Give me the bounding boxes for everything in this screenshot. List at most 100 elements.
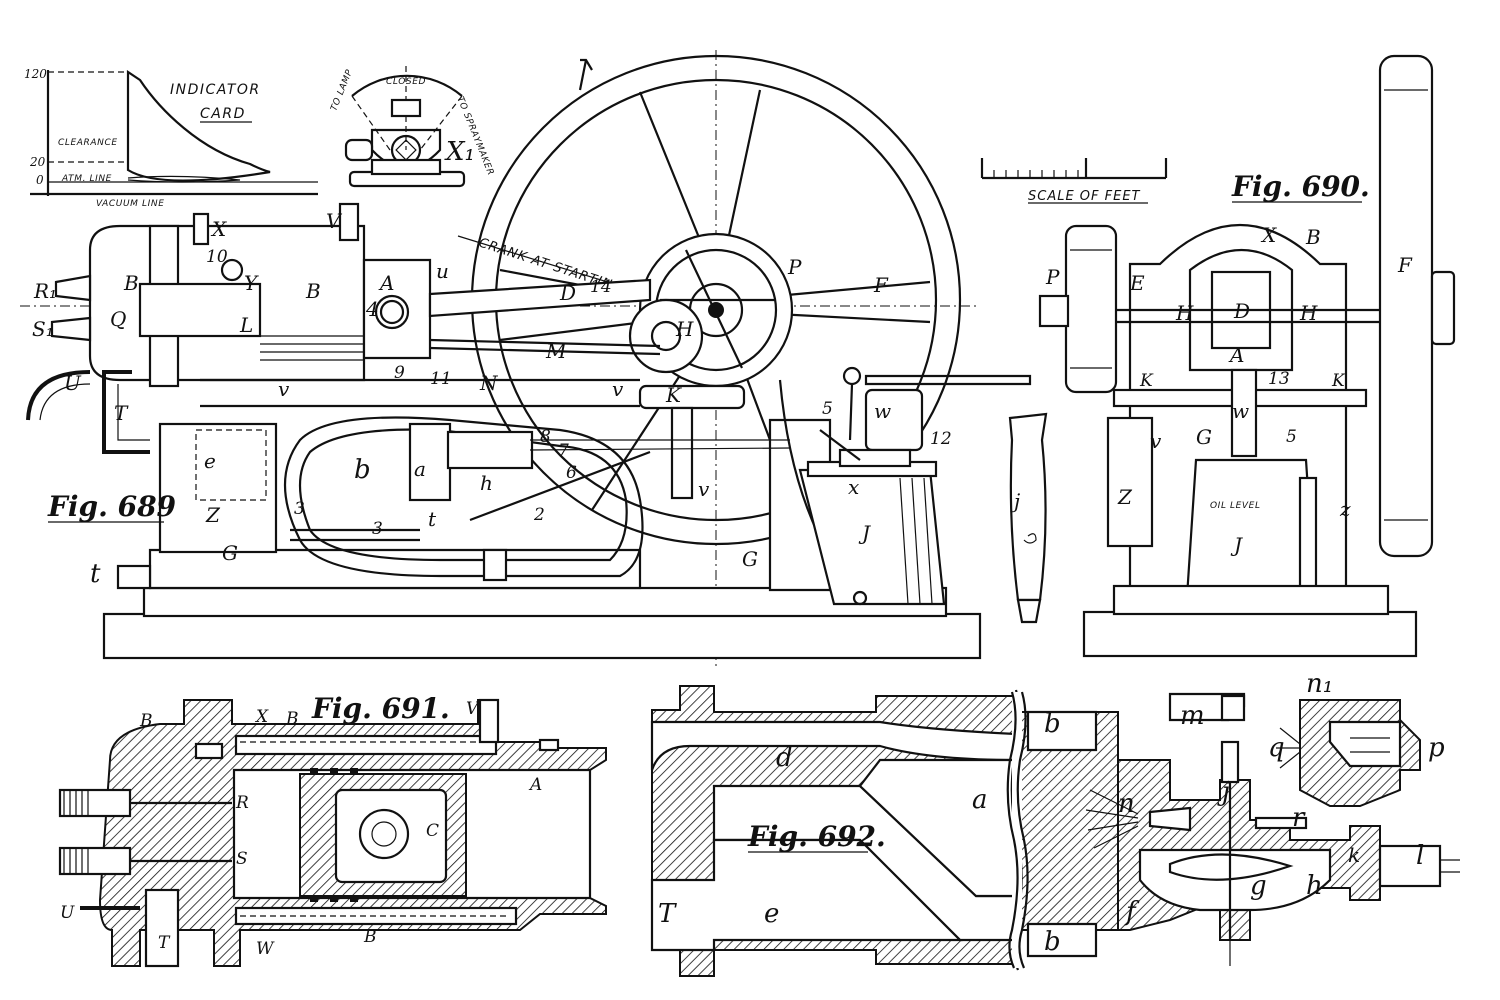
fig689-label-a: A xyxy=(378,271,394,295)
fig690-label-w: w xyxy=(1232,399,1249,423)
fig-692-title: Fig. 692. xyxy=(747,820,886,853)
pocket-b-bottom xyxy=(1026,922,1098,958)
fig689-label-h-lower: h xyxy=(480,471,493,495)
fig691-label-a: A xyxy=(528,775,542,795)
fig690-label-v: v xyxy=(1150,429,1162,453)
indicator-card-vacuum-label: VACUUM LINE xyxy=(96,199,164,209)
fig691-label-u: U xyxy=(60,903,75,923)
bed-loop xyxy=(284,416,644,578)
fig689-label-d: D xyxy=(559,281,576,305)
fig692-label-p: p xyxy=(1428,733,1445,763)
fig689-label-a-lower: a xyxy=(414,457,426,481)
fig-689-title: Fig. 689 xyxy=(47,490,176,523)
fig689-label-m: M xyxy=(545,339,567,363)
fig691-label-b1: B xyxy=(139,711,153,731)
lamp-burner-r1 xyxy=(54,274,92,302)
fig690-label-j: J xyxy=(1230,533,1243,557)
fig689-label-j-lower: j xyxy=(1010,489,1020,513)
fig689-label-q: Q xyxy=(110,307,126,331)
fig-690-title: Fig. 690. xyxy=(1231,170,1370,203)
flange-bolt xyxy=(538,738,560,752)
indicator-card: 120 20 0 INDICATOR CARD CLEARANCE ATM. L… xyxy=(24,67,318,209)
fig689-label-5: 5 xyxy=(822,399,833,419)
indicator-card-y20: 20 xyxy=(29,155,46,169)
base-plate-end xyxy=(1082,610,1418,658)
fig689-label-z: Z xyxy=(205,503,221,527)
fig692-label-g: g xyxy=(1250,871,1267,901)
fig690-label-5: 5 xyxy=(1286,427,1297,447)
drain-cock xyxy=(482,548,508,582)
fig692-label-m: m xyxy=(1180,701,1205,731)
rod-2 xyxy=(469,450,651,522)
fig689-label-l: L xyxy=(239,313,253,337)
air-inlet-pipe-u xyxy=(26,370,91,421)
fig689-label-w: w xyxy=(874,399,891,423)
fig690-label-h1: H xyxy=(1175,301,1194,325)
fig692-label-l: l xyxy=(1416,841,1424,871)
fig692-label-d: d xyxy=(776,743,793,773)
fig689-label-7: 7 xyxy=(558,441,569,461)
fig692-label-b2: b xyxy=(1044,927,1061,957)
scale-of-feet: SCALE OF FEET xyxy=(980,158,1168,204)
fig-691-title: Fig. 691. xyxy=(311,692,450,725)
fig-692-vaporizer-section: d a b b T e Fig. 692. m n₁ q p n j r f g… xyxy=(650,669,1460,977)
fig689-label-b2: B xyxy=(305,279,321,303)
fig691-label-r: R xyxy=(235,793,249,813)
fig689-label-t2: t xyxy=(90,559,101,589)
fig689-label-x: X xyxy=(210,217,227,241)
fig690-label-b: B xyxy=(1305,225,1321,249)
indicator-card-title-1: INDICATOR xyxy=(170,82,261,98)
fig691-label-b3: B xyxy=(363,927,377,947)
connecting-rod-d xyxy=(428,278,652,318)
fig691-label-w: W xyxy=(256,939,275,959)
fig690-label-g: G xyxy=(1196,425,1212,449)
fig690-label-e: E xyxy=(1129,271,1145,295)
fig689-label-9: 9 xyxy=(394,363,405,383)
fig691-label-t: T xyxy=(158,933,171,953)
fig689-label-11: 11 xyxy=(430,369,452,389)
needle-j xyxy=(1220,740,1240,784)
passage-t xyxy=(144,888,180,968)
indicator-card-clearance: CLEARANCE xyxy=(58,138,118,148)
water-space-top xyxy=(234,734,498,756)
valve-x1-detail: CLOSED TO LAMP TO SPRAYMAKER X₁ xyxy=(329,66,495,188)
fig689-label-e: e xyxy=(204,449,216,473)
fig691-label-v: V xyxy=(466,699,480,719)
passage-e xyxy=(650,838,963,952)
fig689-label-t1: t xyxy=(428,507,437,531)
base-box-z-end xyxy=(1106,416,1154,548)
valve-to-lamp-label: TO LAMP xyxy=(329,68,355,113)
valve-closed-label: CLOSED xyxy=(386,77,426,87)
fig692-label-n1: n₁ xyxy=(1306,669,1333,699)
fig689-label-u: U xyxy=(64,371,82,395)
flywheel-f-edge xyxy=(1378,54,1434,558)
governor-h xyxy=(446,430,534,470)
fig689-label-r1: R₁ xyxy=(33,279,57,303)
fig691-label-x: X xyxy=(254,707,269,727)
fig690-label-z: Z xyxy=(1117,485,1133,509)
base-sole xyxy=(142,586,948,618)
fig690-oil-level: OIL LEVEL xyxy=(1210,501,1261,511)
fig692-label-k: k xyxy=(1348,843,1360,867)
spray-inlet-s1 xyxy=(50,316,92,342)
fig690-label-x: X xyxy=(1260,223,1277,247)
fig692-label-e: e xyxy=(764,899,779,929)
fig-689-side-elevation: CRANK AT STARTING xyxy=(20,50,1032,666)
pump-w-end xyxy=(1230,368,1258,458)
fig689-label-6: 6 xyxy=(566,463,577,483)
fig689-label-h: H xyxy=(675,317,694,341)
valve-x-stem xyxy=(192,212,210,246)
fig-690-end-elevation: Fig. 690. X B P E H H D A F xyxy=(1038,54,1456,658)
spray-lines xyxy=(1085,789,1139,849)
fig-691-cylinder-section: Fig. 691. B X B xyxy=(58,692,607,968)
fig692-label-r: r xyxy=(1292,803,1306,833)
fig689-label-s1: S₁ xyxy=(32,317,54,341)
scale-label: SCALE OF FEET xyxy=(1028,189,1141,204)
valve-dial-arc xyxy=(351,74,463,97)
fig690-label-f: F xyxy=(1397,253,1413,277)
fig692-label-h: h xyxy=(1306,871,1323,901)
fig689-label-x-lower: x xyxy=(848,475,859,499)
fig690-label-h2: H xyxy=(1299,301,1318,325)
fig691-label-c: C xyxy=(426,821,439,841)
nozzle-j: j xyxy=(1008,412,1048,624)
